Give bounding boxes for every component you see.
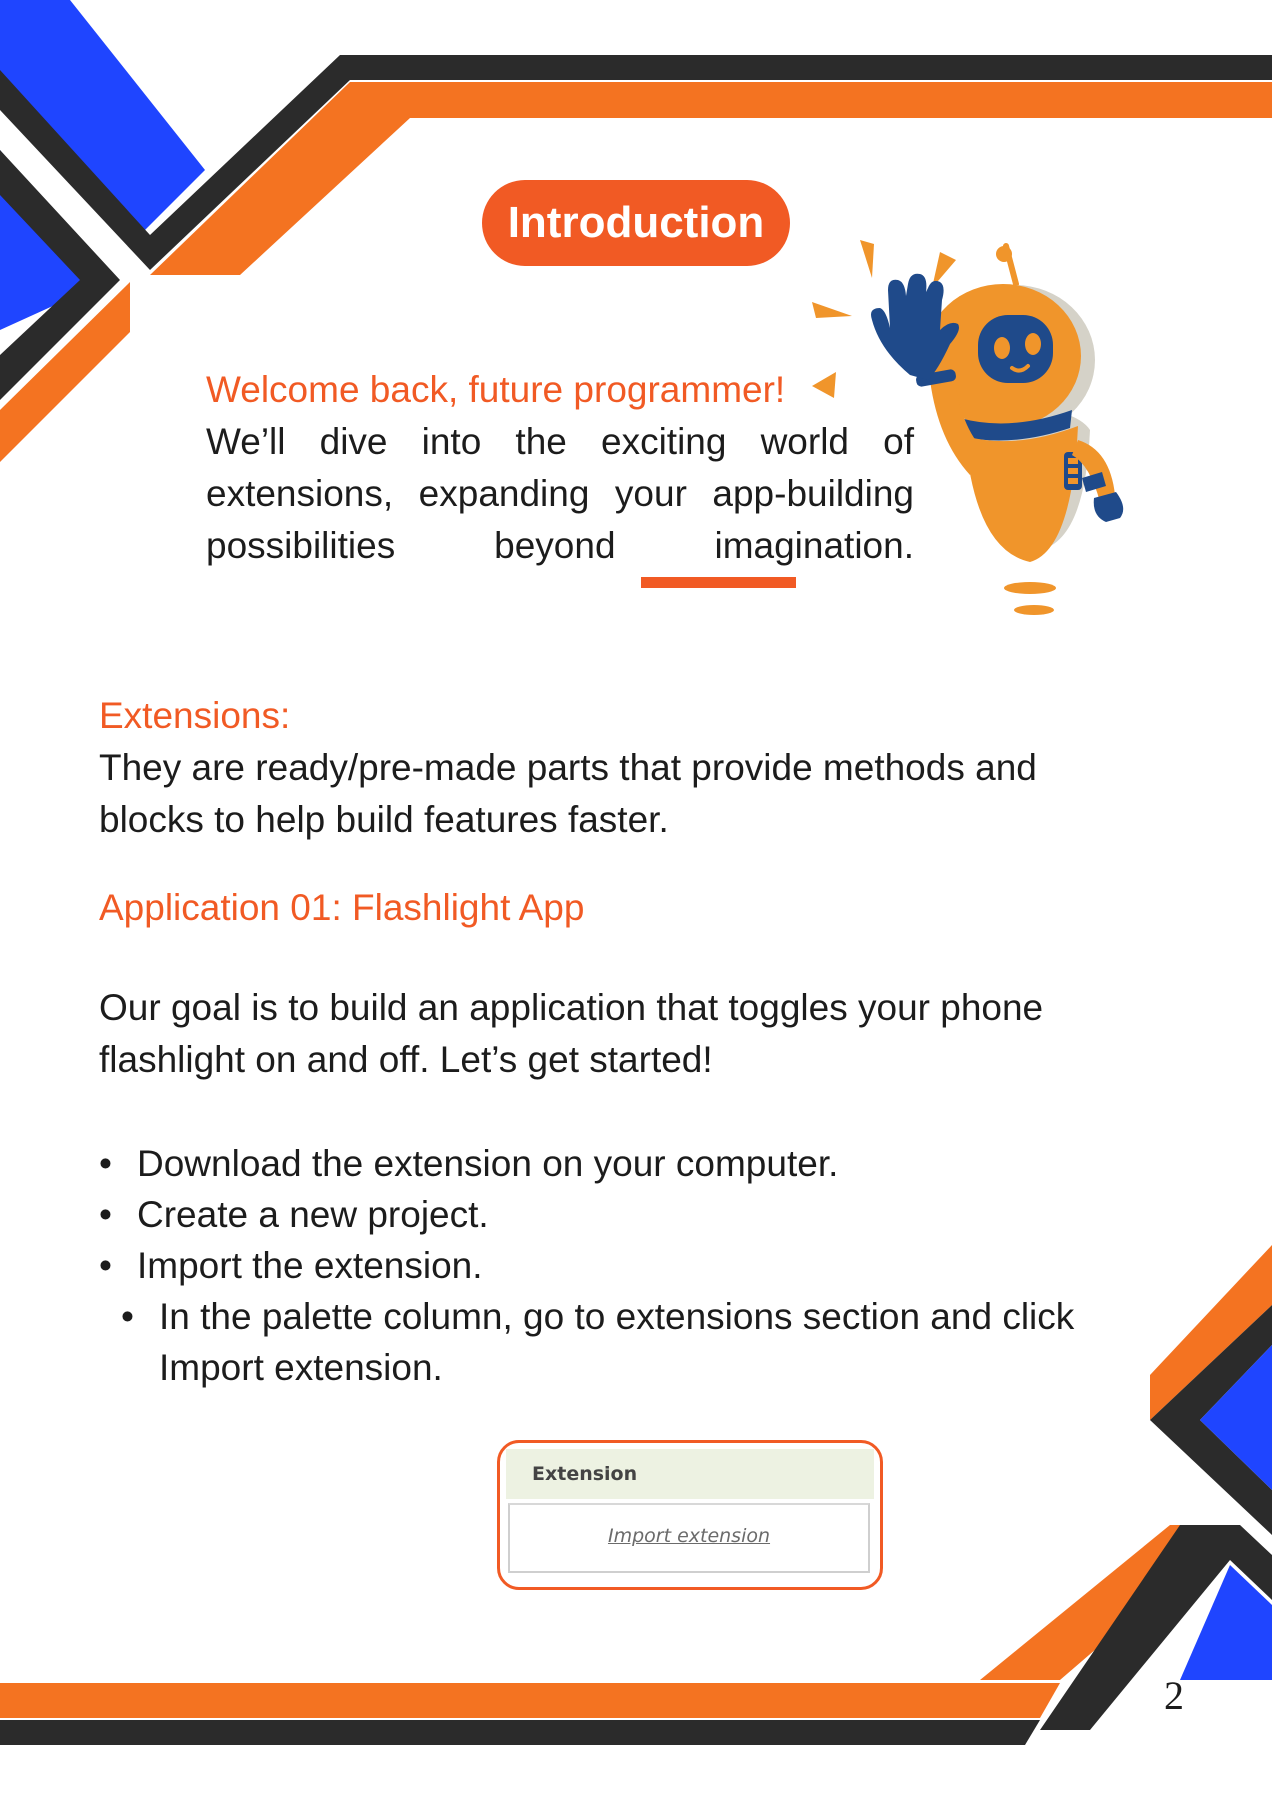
list-item: In the palette column, go to extensions … [121,1291,1159,1393]
extension-palette-header: Extension [506,1449,874,1499]
welcome-line: Welcome back, future programmer! [206,369,786,410]
list-item: Download the extension on your computer. [99,1138,1159,1189]
waving-robot-icon [812,240,1124,615]
highlight-underline [641,577,796,588]
application-heading: Application 01: Flashlight App [99,887,585,928]
extensions-section: Extensions: They are ready/pre-made part… [99,690,1139,846]
extension-palette-screenshot: Extension Import extension [497,1440,883,1590]
extensions-heading: Extensions: [99,695,291,736]
page-number: 2 [1164,1673,1184,1718]
extensions-definition: They are ready/pre-made parts that provi… [99,747,1037,840]
page-title: Introduction [482,180,790,266]
import-extension-link[interactable]: Import extension [607,1525,771,1547]
application-heading-block: Application 01: Flashlight App [99,882,1139,934]
application-goal: Our goal is to build an application that… [99,982,1159,1086]
list-item: Import the extension. [99,1240,1159,1291]
intro-text: We’ll dive into the exciting world of ex… [206,421,914,566]
list-item: Create a new project. [99,1189,1159,1240]
extension-palette-body: Import extension [508,1503,870,1573]
steps-list: Download the extension on your computer.… [99,1138,1159,1393]
intro-block: Welcome back, future programmer! We’ll d… [206,364,914,572]
application-goal-text: Our goal is to build an application that… [99,987,1044,1080]
